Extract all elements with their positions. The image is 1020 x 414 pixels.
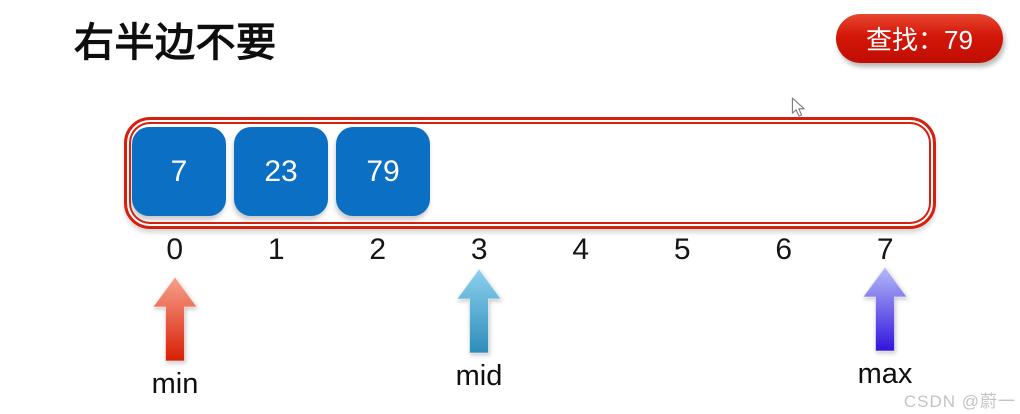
array-cells: 7 23 79 xyxy=(132,127,430,216)
mid-pointer: mid xyxy=(431,268,527,393)
min-pointer: min xyxy=(127,276,223,401)
watermark: CSDN @蔚一 xyxy=(903,392,1016,411)
search-target-label: 查找：79 xyxy=(866,25,973,55)
index-label-3: 3 xyxy=(470,233,488,266)
mid-label: mid xyxy=(455,360,503,392)
array-cell-value: 7 xyxy=(170,154,188,188)
array-container: 7 23 79 xyxy=(124,117,936,229)
index-label-2: 2 xyxy=(369,233,387,266)
array-cell-2: 79 xyxy=(336,127,430,216)
index-label-5: 5 xyxy=(673,233,691,266)
max-label: max xyxy=(857,358,913,390)
search-target-badge: 查找：79 xyxy=(836,14,1003,63)
array-cell-value: 23 xyxy=(264,154,298,188)
min-arrow-icon xyxy=(152,276,198,362)
min-label: min xyxy=(151,368,199,400)
max-arrow-icon xyxy=(862,266,908,352)
index-label-6: 6 xyxy=(775,233,793,266)
array-cell-0: 7 xyxy=(132,127,226,216)
page-title: 右半边不要 xyxy=(74,21,277,65)
index-label-4: 4 xyxy=(572,233,590,266)
index-row: 0 1 2 3 4 5 6 7 xyxy=(124,233,936,267)
array-cell-1: 23 xyxy=(234,127,328,216)
index-label-0: 0 xyxy=(166,233,184,266)
mouse-cursor-icon xyxy=(791,97,805,117)
max-pointer: max xyxy=(837,266,933,391)
index-label-7: 7 xyxy=(876,233,894,266)
index-label-1: 1 xyxy=(267,233,285,266)
mid-arrow-icon xyxy=(456,268,502,354)
array-cell-value: 79 xyxy=(366,154,400,188)
